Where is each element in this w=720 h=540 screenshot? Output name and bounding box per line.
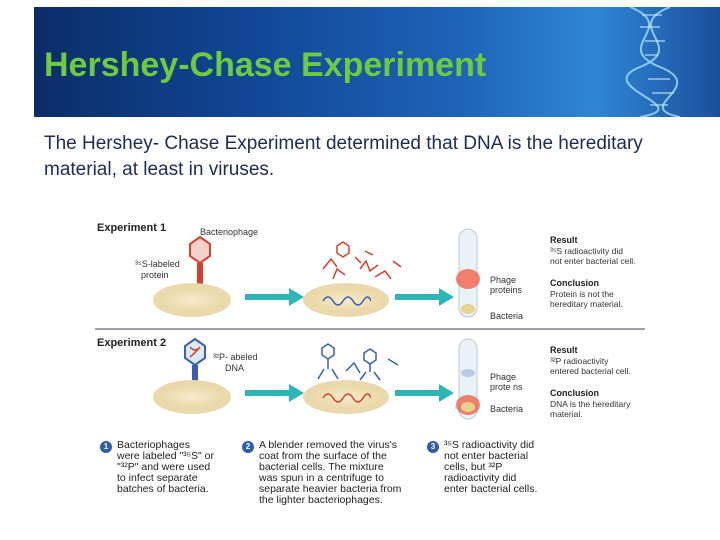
arrow-right-icon xyxy=(245,384,304,402)
step1-text: Bacteriophages were labeled "³⁵S" or "³²… xyxy=(117,440,214,495)
centrifuge-tube-exp2-icon xyxy=(456,338,480,420)
tube2-label-phage-line2: prote ns xyxy=(490,382,523,392)
tube1-label-phage-line1: Phage xyxy=(490,275,517,285)
labeled-dna-in-bacteria-icon xyxy=(322,393,371,403)
step2-line: coat from the surface of the xyxy=(259,450,387,462)
exp1-result-line1: ³⁵S radioactivity did xyxy=(550,246,623,256)
centrifuge-tube-exp1-icon xyxy=(456,228,480,318)
tube1-label-phage-line2: proteins xyxy=(490,285,523,295)
step2-text: A blender removed the virus's coat from … xyxy=(259,440,401,506)
arrow-right-icon xyxy=(395,384,454,402)
tube2-label-bacteria: Bacteria xyxy=(490,404,524,414)
step1-line: to infect separate xyxy=(117,472,198,484)
dna-helix-graphic xyxy=(625,7,681,117)
exp2-conclusion-line2: material. xyxy=(550,409,583,419)
label-s35-protein-line2: protein xyxy=(141,270,169,280)
exp2-result-heading: Result xyxy=(550,345,578,355)
step2-line: the lighter bacteriophages. xyxy=(259,494,383,506)
step1-line: were labeled "³⁵S" or xyxy=(117,450,215,462)
experiment-divider xyxy=(95,328,645,330)
label-bacteriophage: Bacteriophage xyxy=(200,227,259,237)
detached-protein-coats-icon xyxy=(322,241,402,280)
exp1-conclusion-heading: Conclusion xyxy=(550,278,599,288)
step2-line: was spun in a centrifuge to xyxy=(259,472,384,484)
step1-line: batches of bacteria. xyxy=(117,483,209,495)
exp1-result-heading: Result xyxy=(550,235,578,245)
step1-number: 1 xyxy=(100,441,112,453)
arrow-right-icon xyxy=(245,288,304,306)
bacterial-dna-icon xyxy=(322,296,371,306)
label-p32-dna-line1: ³²P- abeled xyxy=(213,352,258,362)
exp1-conclusion-line1: Protein is not the xyxy=(550,289,614,299)
dish-exp1-step2 xyxy=(303,283,389,317)
label-s35-protein-line1: ³⁵S-labeled xyxy=(135,259,180,269)
step2-line: bacterial cells. The mixture xyxy=(259,461,384,473)
slide-title: Hershey-Chase Experiment xyxy=(44,46,487,84)
step3-number: 3 xyxy=(427,441,439,453)
step3-line: ³⁵S radioactivity did xyxy=(444,439,535,451)
step2-number: 2 xyxy=(242,441,254,453)
step3-text: ³⁵S radioactivity did not enter bacteria… xyxy=(444,440,537,495)
step3-line: cells, but ³²P xyxy=(444,461,503,473)
arrow-right-icon xyxy=(395,288,454,306)
experiment2-title: Experiment 2 xyxy=(97,337,167,349)
dish-exp2-step1 xyxy=(153,380,231,414)
experiment1-title: Experiment 1 xyxy=(97,222,167,234)
detached-empty-coats-icon xyxy=(317,343,399,381)
step2-line: A blender removed the virus's xyxy=(259,439,397,451)
hershey-chase-figure: Experiment 1 Bacteriophage ³⁵S-labeled p… xyxy=(95,215,655,525)
label-p32-dna-line2: DNA xyxy=(225,363,245,373)
title-banner xyxy=(34,7,720,117)
step3-line: not enter bacterial xyxy=(444,450,529,462)
exp2-result-line1: ³²P radioactivity xyxy=(550,356,609,366)
exp2-conclusion-heading: Conclusion xyxy=(550,388,599,398)
dish-exp2-step2 xyxy=(303,380,389,414)
exp2-result-line2: entered bacterial cell. xyxy=(550,366,631,376)
step1-line: Bacteriophages xyxy=(117,439,190,451)
step3-line: enter bacterial cells. xyxy=(444,483,538,495)
tube2-label-phage-line1: Phage xyxy=(490,372,517,382)
step3-line: radioactivity did xyxy=(444,472,517,484)
exp1-conclusion-line2: hereditary material. xyxy=(550,299,623,309)
tube1-label-bacteria: Bacteria xyxy=(490,311,524,321)
step2-line: separate heavier bacteria from xyxy=(259,483,402,495)
step1-line: "³²P" and were used xyxy=(117,461,211,473)
exp1-result-line2: not enter bacterial cell. xyxy=(550,256,636,266)
dish-exp1-step1 xyxy=(153,283,231,317)
exp2-conclusion-line1: DNA is the hereditary xyxy=(550,399,631,409)
intro-text: The Hershey- Chase Experiment determined… xyxy=(44,133,643,180)
